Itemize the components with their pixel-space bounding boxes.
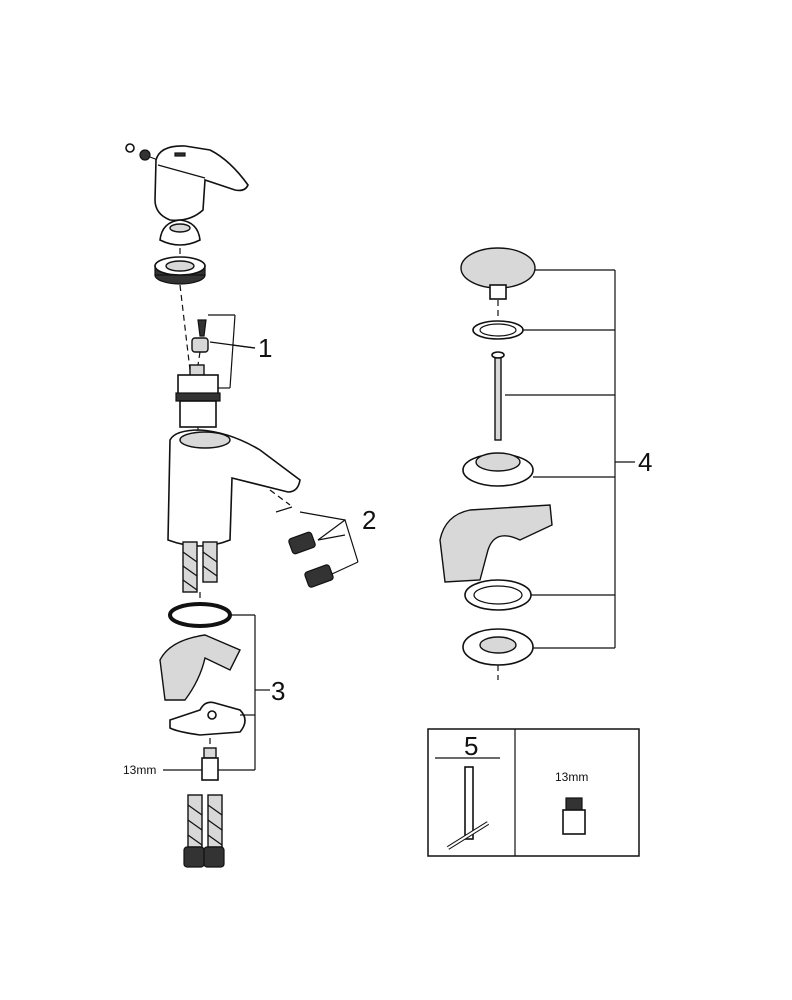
aerator: [288, 531, 316, 555]
callout-2: 2: [362, 505, 376, 535]
handle-set-screw-cap: [125, 143, 135, 153]
callout-1: 1: [258, 333, 272, 363]
cartridge-set: [175, 319, 221, 436]
lever-handle: [154, 145, 249, 222]
flange-ring: [464, 579, 532, 611]
aerator-set: [269, 489, 359, 588]
callout-4-lines: [505, 269, 635, 649]
basin-section: [439, 504, 553, 583]
aerator-seal: [275, 506, 293, 513]
fixing-plate: [169, 701, 246, 736]
nipple: [203, 747, 217, 759]
callout-4: 4: [638, 447, 652, 477]
lock-nut: [154, 256, 206, 285]
counter-section: [159, 634, 241, 701]
cartridge-screw: [197, 319, 207, 337]
cover-cap: [159, 219, 201, 246]
adapter: [191, 337, 209, 353]
mounting-set: [159, 602, 270, 781]
callout-5: 5: [464, 731, 478, 761]
handle-assembly: [125, 143, 249, 222]
pop-up-cap: [460, 247, 536, 289]
faucet-body: [167, 429, 301, 547]
o-ring: [168, 602, 232, 628]
callout-1-lines: [208, 314, 256, 389]
tool-box-size-label: 13mm: [555, 770, 588, 784]
cartridge: [177, 374, 219, 396]
supply-hoses-top: [182, 541, 218, 593]
supply-hoses-bottom: [183, 794, 225, 868]
t-wrench: [464, 766, 474, 840]
waste-set: [439, 247, 553, 680]
threaded-rod: [494, 357, 502, 441]
rod-head: [491, 351, 505, 359]
aerator-insert: [304, 564, 334, 588]
callout-3: 3: [271, 676, 285, 706]
tool-box: [427, 728, 640, 857]
nipple-size-label: 13mm: [123, 763, 156, 777]
handle-set-screw: [139, 149, 151, 161]
